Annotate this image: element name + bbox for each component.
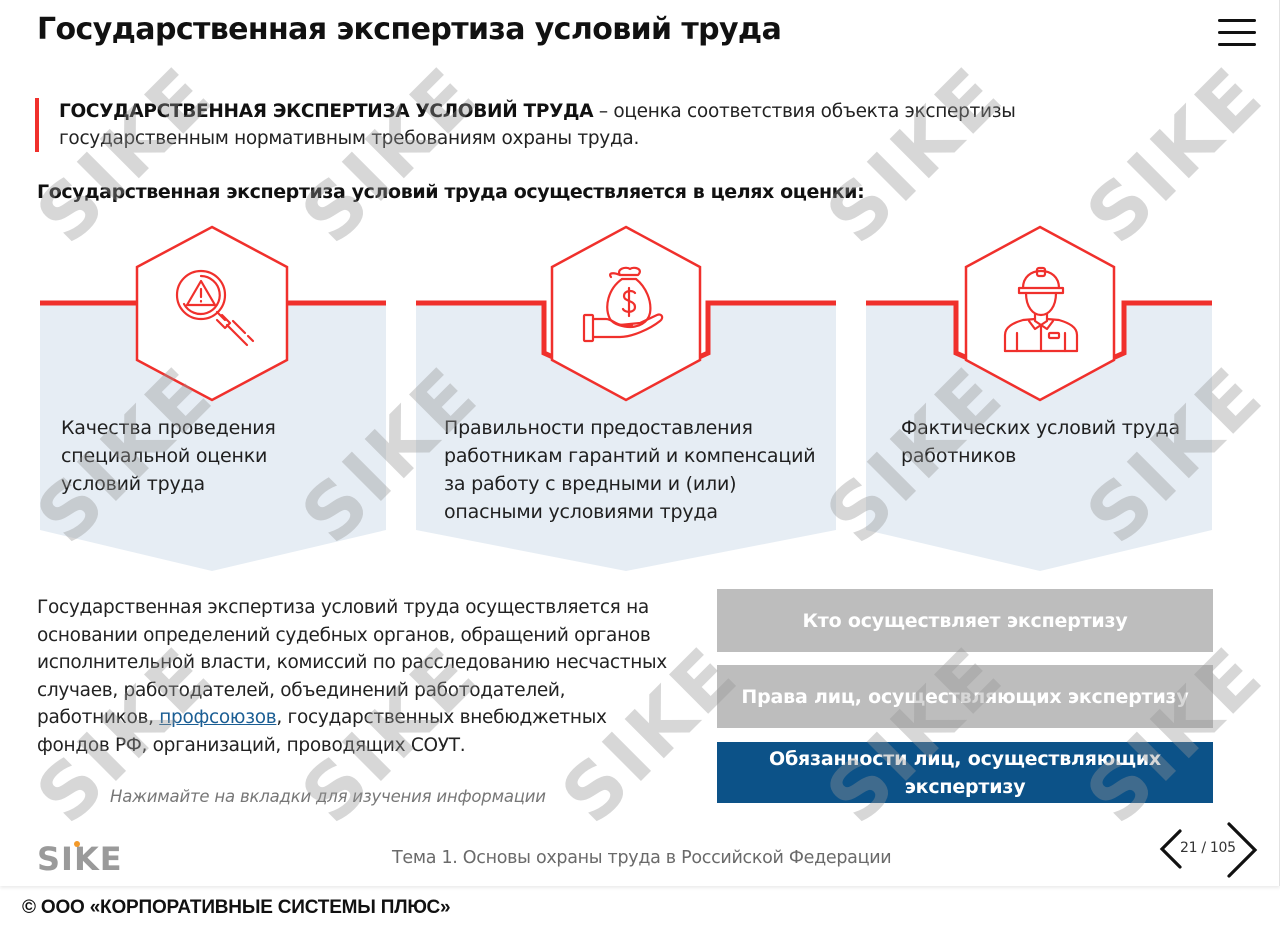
chevron-right-icon [1227,822,1258,878]
slide: Государственная экспертиза условий труда… [19,0,1280,886]
definition-text: оценка соответствия объекта экспертизы г… [59,101,1016,149]
tabs-hint: Нажимайте на вкладки для изучения информ… [110,787,546,806]
worker-helmet-icon [993,263,1088,362]
trade-unions-link[interactable]: профсоюзов [159,707,277,728]
card-shape [416,225,836,571]
goal-card-1: Качества проведения специальной оценки у… [40,225,386,575]
definition-term: ГОСУДАРСТВЕННАЯ ЭКСПЕРТИЗА УСЛОВИЙ ТРУДА [59,101,594,122]
goal-card-text: Правильности предоставления работникам г… [444,417,816,523]
definition-separator: – [593,101,614,122]
tab-duties[interactable]: Обязанности лиц, осуществляющих эксперти… [717,742,1213,803]
chevron-left-icon [1159,829,1182,869]
card-shape [866,225,1212,571]
card-shape [40,225,386,571]
goal-card-2: Правильности предоставления работникам г… [416,225,836,575]
next-slide-button[interactable] [1224,820,1260,884]
logo-dot [74,841,80,847]
goal-card-text: Качества проведения специальной оценки у… [61,417,276,495]
page-counter: 21 / 105 [1180,840,1236,856]
page-title: Государственная экспертиза условий труда [37,12,782,47]
basis-text: Государственная экспертиза условий труда… [37,597,667,728]
topic-title: Тема 1. Основы охраны труда в Российской… [392,848,892,868]
watermark: SIKE [809,628,1021,841]
goal-card-text: Фактических условий труда работников [901,417,1180,467]
goal-card-3: Фактических условий труда работников [866,225,1212,575]
definition-block: ГОСУДАРСТВЕННАЯ ЭКСПЕРТИЗА УСЛОВИЙ ТРУДА… [35,98,1035,152]
hamburger-menu-icon[interactable] [1214,16,1260,48]
money-bag-hand-icon [580,263,675,362]
tab-who-conducts[interactable]: Кто осуществляет экспертизу [717,589,1213,652]
copyright: © ООО «КОРПОРАТИВНЫЕ СИСТЕМЫ ПЛЮС» [22,897,451,918]
goals-heading: Государственная экспертиза условий труда… [37,181,865,203]
tab-rights[interactable]: Права лиц, осуществляющих экспертизу [717,665,1213,728]
basis-text-end: , государственных внебюджетных фондов РФ… [37,707,607,756]
watermark: SIKE [1069,628,1280,841]
magnifier-warning-icon [167,263,262,362]
prev-slide-button[interactable] [1158,828,1184,874]
basis-paragraph: Государственная экспертиза условий труда… [37,594,677,759]
sike-logo: SIKE [37,840,123,878]
